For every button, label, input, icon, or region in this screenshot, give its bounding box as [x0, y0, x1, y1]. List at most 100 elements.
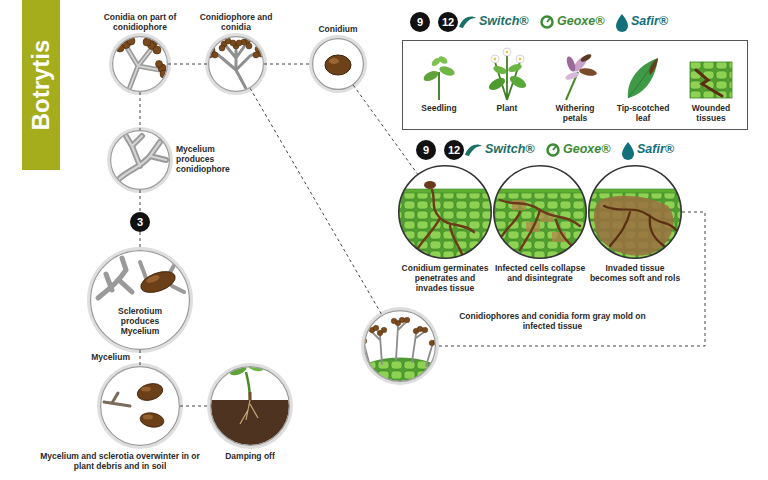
tissue-cells [491, 192, 589, 262]
node-label: Sclerotium produces Mycelium [109, 307, 171, 336]
mycelium-drawing [118, 136, 166, 180]
node-label: Wounded tissues [679, 104, 743, 124]
conidia-cluster-drawing [116, 36, 168, 93]
switch-logo-icon [465, 145, 482, 156]
cycle-connector [140, 92, 141, 130]
node-label: Conidium [303, 25, 373, 35]
node-label: Conidiophore and conidia [194, 13, 278, 33]
sclerotium-body [135, 381, 164, 403]
circle-outline [91, 251, 190, 350]
conidium-dot [253, 52, 259, 58]
connector-label: Mycelium [89, 353, 132, 363]
stage-circle: Mycelium produces conidiophore [110, 130, 170, 190]
conidium-dot [236, 40, 242, 46]
seedling-leaf [437, 55, 449, 66]
wounded-tissue [690, 62, 732, 98]
diagram-title: Botrytis [22, 0, 60, 170]
conidiophore-tree-drawing [207, 37, 264, 96]
callout-number: 12 [438, 12, 458, 32]
circle-outline [209, 37, 264, 92]
conidium-dot [230, 40, 236, 46]
conidium-dot [219, 45, 225, 51]
cycle-connector [250, 88, 382, 315]
tissue-cells [586, 192, 684, 262]
node-outline [364, 310, 436, 382]
leaf-surface [491, 189, 589, 193]
conidium-dot [404, 317, 410, 323]
node-label: Withering petals [543, 104, 607, 124]
conidium-dot [143, 38, 151, 46]
plant-flower [491, 55, 499, 63]
product-name: Safir® [637, 143, 674, 157]
node-outline [588, 165, 682, 259]
damping-off-drawing [208, 359, 292, 450]
circle-outline [365, 311, 436, 382]
switch-logo-icon [459, 17, 476, 28]
callout-number: 9 [416, 140, 436, 160]
sclerotium-drawing [98, 258, 184, 298]
node-outline [210, 366, 290, 446]
circle-ring [97, 363, 183, 449]
circle-outline [399, 166, 491, 258]
soft-rot-drawing [586, 163, 684, 262]
circle-ground [112, 36, 168, 92]
scorched-tip [649, 58, 658, 75]
seedling-stem [246, 372, 250, 400]
node-outline [398, 165, 492, 259]
node-label: Mycelium and sclerotia overwinter in or … [34, 452, 206, 472]
seedling-leaf [245, 359, 265, 374]
sclerotium-body [138, 267, 178, 296]
seedling-leaf [228, 363, 248, 378]
conidium-body [424, 181, 436, 189]
stage-circle: Conidiophores and conidia form gray mold… [364, 310, 436, 382]
withering-petal [565, 55, 577, 72]
cycle-connector [436, 212, 705, 346]
stage-circle: Damping off [210, 366, 290, 446]
safir-logo-icon [622, 142, 634, 160]
circle-outline [589, 166, 681, 258]
callout-number: 9 [410, 12, 430, 32]
conidium-dot [422, 327, 428, 333]
product-name: Safir® [631, 15, 668, 29]
title-band [22, 0, 60, 170]
conidium-dot [361, 338, 367, 344]
overwintering-drawing [104, 381, 165, 429]
seedling-root [240, 400, 258, 424]
sclerotium-highlight [141, 387, 151, 392]
conidium-dot [357, 337, 363, 343]
conidium-dot [156, 61, 163, 68]
conidium-highlight [329, 58, 339, 64]
conidia-dots [207, 37, 264, 58]
callout-number: 12 [444, 140, 464, 160]
hypha-highlight [118, 136, 166, 180]
cycle-connector [264, 64, 312, 65]
node-label: Conidia on part of conidiophore [98, 13, 182, 33]
flower-center [506, 51, 509, 54]
conidium-dot [153, 46, 161, 54]
circle-outline [111, 131, 170, 190]
node-label: Tip-scotched leaf [611, 104, 675, 124]
circle-outline [101, 367, 180, 446]
circle-ring [87, 247, 193, 353]
conidium-dot [381, 327, 387, 333]
node-label: Mycelium produces conidiophore [176, 145, 248, 174]
conidiophore-branch [126, 46, 160, 92]
conidium-dot [417, 326, 423, 332]
plant-leaf [507, 62, 523, 73]
withering-petal [564, 71, 579, 81]
tissue-invasion-drawing [396, 163, 494, 262]
circle-outline [494, 166, 586, 258]
hypha [500, 200, 580, 252]
stage-circle: Conidiophore and conidia [208, 36, 264, 92]
circle-ring [107, 127, 173, 193]
product-name: Geoxe® [557, 15, 604, 29]
branch-highlight [126, 46, 160, 92]
plant-debris [104, 393, 130, 406]
conidia-dots [357, 317, 439, 346]
stage-circle: Conidium germinates penetrates and invad… [398, 165, 492, 259]
wound-mark [696, 70, 722, 96]
node-label: Damping off [215, 452, 285, 462]
circle-outline [113, 37, 168, 92]
product-name: Switch® [479, 15, 529, 29]
